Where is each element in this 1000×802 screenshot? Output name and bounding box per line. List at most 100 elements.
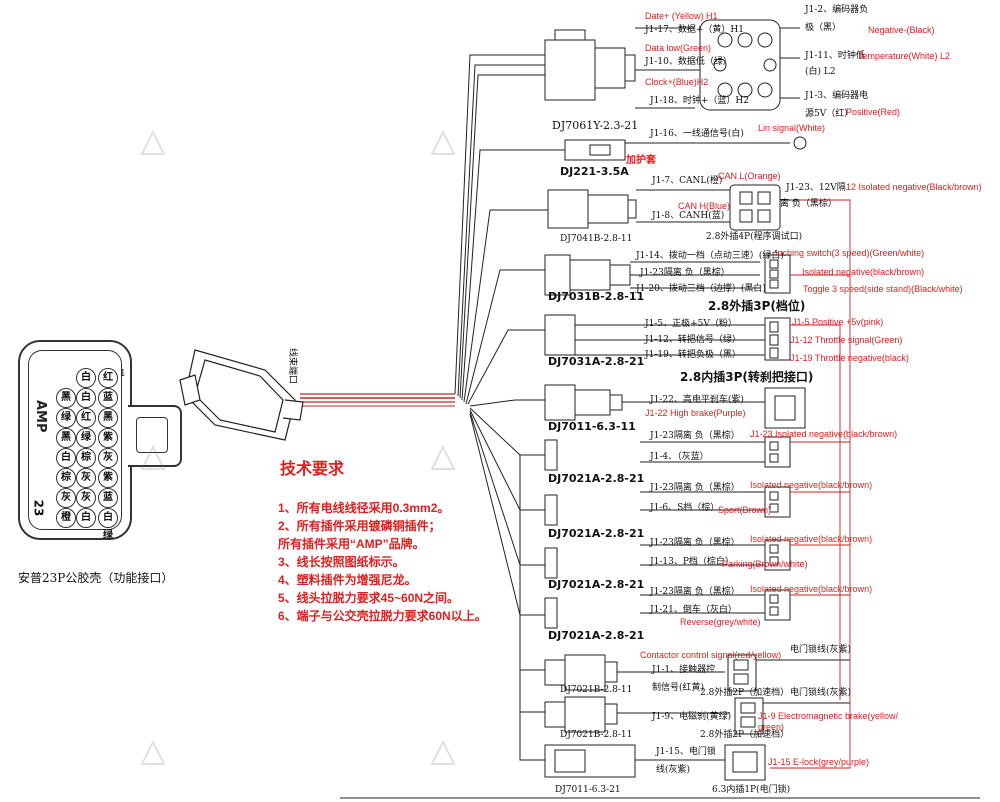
label-en: Temperature(White) L2 [858,51,951,61]
requirement-item: 5、线头拉脱力要求45~60N之间。 [278,591,460,605]
label-en: Clock+(Blue)H2 [645,77,709,87]
label-en: J1-19 Throttle negative(black) [790,353,909,363]
label-en: J1-15 E-lock(grey/purple) [768,757,870,767]
label-cn: J1-14、拨动一档（点动三速）(绿白) [636,251,784,261]
label-cn: 电门锁线(灰紫) [790,645,852,655]
label-en: J1-22 High brake(Purple) [645,408,746,418]
shell-pin: 橙 [56,508,76,528]
requirement-item: 4、塑料插件为增强尼龙。 [278,573,417,587]
label-en: Isolated negative(black/brown) [750,534,873,544]
label-cn: 制信号(红黄) [652,683,705,693]
shell-pin: 白 [76,368,96,388]
watermark-icon [140,445,166,470]
shell-pin: 紫 [98,468,118,488]
shell-pin: 绿 [76,428,96,448]
label-cn: J1-5、正极+5V（粉） [645,319,737,329]
shell-latch [128,405,182,467]
label-en: Date+ (Yellow) H1 [645,11,718,21]
shell-pin: 灰黑 [76,488,96,521]
label-cn: J1-9、电磁刹(黄绿) [652,712,732,722]
shell-pin: 棕 [76,448,96,468]
label-cn: J1-6、S档（棕） [650,503,720,513]
label-cn: J1-19、转把负极（黑） [645,350,741,360]
watermark-icon [430,445,456,470]
label-cn: J1-8、CANH(蓝) [652,211,725,221]
label-cn: J1-21、倒车（灰白） [650,605,737,615]
label-cn: 离 负（黑棕） [780,199,837,209]
part-number: DJ7031A-2.8-21 [548,355,645,368]
label-en: J1-23 Isolated negative(black/brown) [750,429,898,439]
shell-pin: 白 [56,448,76,468]
watermark-icon [430,130,456,155]
connector-title: 2.8内插3P(转刹把接口) [680,370,814,384]
part-number: DJ7021A-2.8-21 [548,578,645,591]
label-cn: J1-4、（灰蓝） [650,452,709,462]
label-cn: 极（黑） [805,23,842,33]
label-en: Reverse(grey/white) [680,617,761,627]
label-cn: J1-3、编码器电 [805,91,869,101]
label-cn: J1-10、数据低（绿） [645,57,732,67]
shell-pin: 白 [76,388,96,408]
label-cn: J1-1、接触器控 [652,665,716,675]
shell-pin: 紫 [98,428,118,448]
label-en: Data low(Green) [645,43,712,53]
label-en: Sport(Brown) [718,505,772,515]
part-number: DJ7021B-2.8-11 [560,730,633,740]
part-number: DJ7021A-2.8-21 [548,472,645,485]
plug-label: 线束端口 [287,348,297,385]
label-en: Parking(Brown/white) [722,559,808,569]
label-cn: 电门锁线(灰紫) [790,688,852,698]
label-en: Toggle 3 speed(side stand)(Black/white) [803,284,963,294]
label-en: Isolated negative(black/brown) [750,584,873,594]
shell-pin: 黑 [98,408,118,428]
part-number: DJ7061Y-2.3-21 [552,119,639,132]
label-cn: 线(灰紫) [656,765,691,775]
part-number: DJ7021B-2.8-11 [560,685,633,695]
shell-caption: 安普23P公胶壳（功能接口） [18,571,174,585]
amp-logo: AMP [33,400,48,433]
mating-plug [179,349,304,441]
label-en: Negative-(Black) [868,25,935,35]
label-en: Isolated negative(black/brown) [750,480,873,490]
part-number: DJ7031B-2.8-11 [548,290,645,303]
label-en: green) [758,722,785,732]
label-cn: J1-7、CANL(橙) [652,176,723,186]
shell-pin: 蓝 [98,488,118,508]
part-number: DJ7011-6.3-21 [555,785,621,795]
shell-pin: 黑 [56,428,76,448]
label-cn: J1-23隔离 负（黑棕） [650,587,740,597]
sleeve-note: 加护套 [626,155,656,166]
label-cn: (白) L2 [805,67,836,77]
label-en: J1-9 Electromagnetic brake(yellow/ [758,711,899,721]
shell-pin: 灰 [76,468,96,488]
shell-pin: 白 [76,508,96,528]
part-number: DJ7041B-2.8-11 [560,234,633,244]
label-cn: 源5V（红） [805,109,854,119]
label-cn: J1-16、一线通信号(白) [650,129,744,139]
shell-pin: 蓝 [98,388,118,408]
shell-pin: 绿 [56,408,76,428]
label-cn: 2.8外插2P（加速档） [700,688,790,698]
shell-inner [28,350,122,530]
shell-pin: 红 [76,408,96,428]
label-en: J1-5 Positive +5v(pink) [792,317,884,327]
label-cn: J1-2、编码器负 [805,5,869,15]
part-number: DJ7021A-2.8-21 [548,629,645,642]
part-number: DJ7021A-2.8-21 [548,527,645,540]
label-en: 12 Isolated negative(Black/brown) [846,182,982,192]
shell-number: 23 [31,499,46,517]
label-en: Positive(Red) [846,107,901,117]
label-cn: J1-23隔离 负（黑棕） [650,483,740,493]
label-cn: J1-15、电门锁 [656,747,716,757]
label-cn: 2.8外插4P(程序调试口) [706,232,803,242]
label-cn: J1-20、拨动三档（边撑）(黑白) [636,284,766,294]
label-cn: J1-17、数据+（黄）H1 [645,25,744,35]
shell-pin1-mark: 1 [120,369,126,379]
requirement-item: 3、线长按照图纸标示。 [278,555,405,569]
label-cn: J1-23隔离 负（黑棕） [640,268,730,278]
shell-pin: 灰 [56,488,76,508]
label-en: J1-12 Throttle signal(Green) [790,335,903,345]
label-en: Contactor control signal(red/yellow) [640,650,782,660]
